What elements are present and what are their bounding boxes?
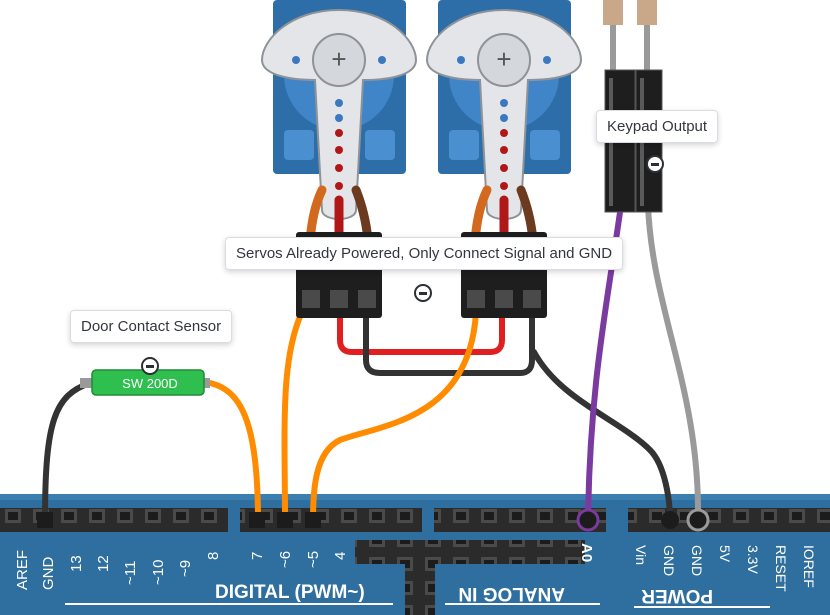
servo-power-note[interactable]: Servos Already Powered, Only Connect Sig… <box>225 237 624 270</box>
digital-header-right <box>240 508 422 532</box>
pin-label: GND <box>689 545 705 576</box>
pin-label: ~10 <box>150 560 167 585</box>
pin-label: IOREF <box>801 545 817 588</box>
red-wire <box>337 307 505 355</box>
pin-label: RESET <box>773 545 789 592</box>
orange-wire-6 <box>281 309 305 523</box>
door-contact-sensor-note[interactable]: Door Contact Sensor <box>70 310 233 343</box>
pin-label: GND <box>661 545 677 576</box>
servo-motor-2[interactable]: + <box>425 0 583 220</box>
pin-label: AREF <box>14 550 31 590</box>
servo-motor-1[interactable]: + <box>260 0 418 220</box>
minus-circle-icon[interactable] <box>414 284 432 302</box>
pin-label: 5V <box>717 545 733 563</box>
digital-pin-labels: AREF GND 13 12 ~11 ~10 ~9 8 7 ~6 ~5 4 <box>14 550 349 590</box>
orange-wire-7 <box>207 380 261 523</box>
power-header-label: POWER <box>641 585 713 606</box>
black-wire-servos <box>363 307 535 376</box>
pin-label: 8 <box>205 552 222 560</box>
digital-header-left <box>0 508 228 532</box>
icsp-header <box>355 540 585 564</box>
power-pin-labels: Vin GND GND 5V 3.3V RESET IOREF <box>633 545 817 592</box>
pin-endpoints <box>37 508 710 532</box>
pin-label: GND <box>40 557 57 591</box>
minus-circle-icon[interactable] <box>646 155 664 173</box>
black-wire-sensor <box>42 380 93 523</box>
reed-switch-label: SW 200D <box>122 376 178 391</box>
analog-pin-label: A0 <box>578 543 595 562</box>
svg-text:+: + <box>331 44 346 74</box>
keypad-output-connector[interactable] <box>603 0 663 213</box>
orange-wire-5 <box>310 309 479 523</box>
pin-label: ~5 <box>305 551 322 568</box>
gray-wire <box>645 202 702 523</box>
black-wire-gnd <box>531 349 673 523</box>
pin-label: 13 <box>68 555 85 572</box>
pin-label: ~9 <box>177 560 194 577</box>
pin-label: 12 <box>95 555 112 572</box>
analog-header-label: ANALOG IN <box>458 583 565 604</box>
pin-label: ~11 <box>122 561 139 585</box>
pin-label: 4 <box>332 552 349 560</box>
digital-header-label: DIGITAL (PWM~) <box>215 582 365 603</box>
pin-label: Vin <box>633 545 649 565</box>
keypad-output-note[interactable]: Keypad Output <box>596 110 719 143</box>
pin-label: 7 <box>249 552 266 560</box>
svg-text:+: + <box>496 44 511 74</box>
pin-label: 3.3V <box>745 545 761 574</box>
minus-circle-icon[interactable] <box>141 357 159 375</box>
pin-label: ~6 <box>277 551 294 568</box>
power-header <box>628 508 830 532</box>
